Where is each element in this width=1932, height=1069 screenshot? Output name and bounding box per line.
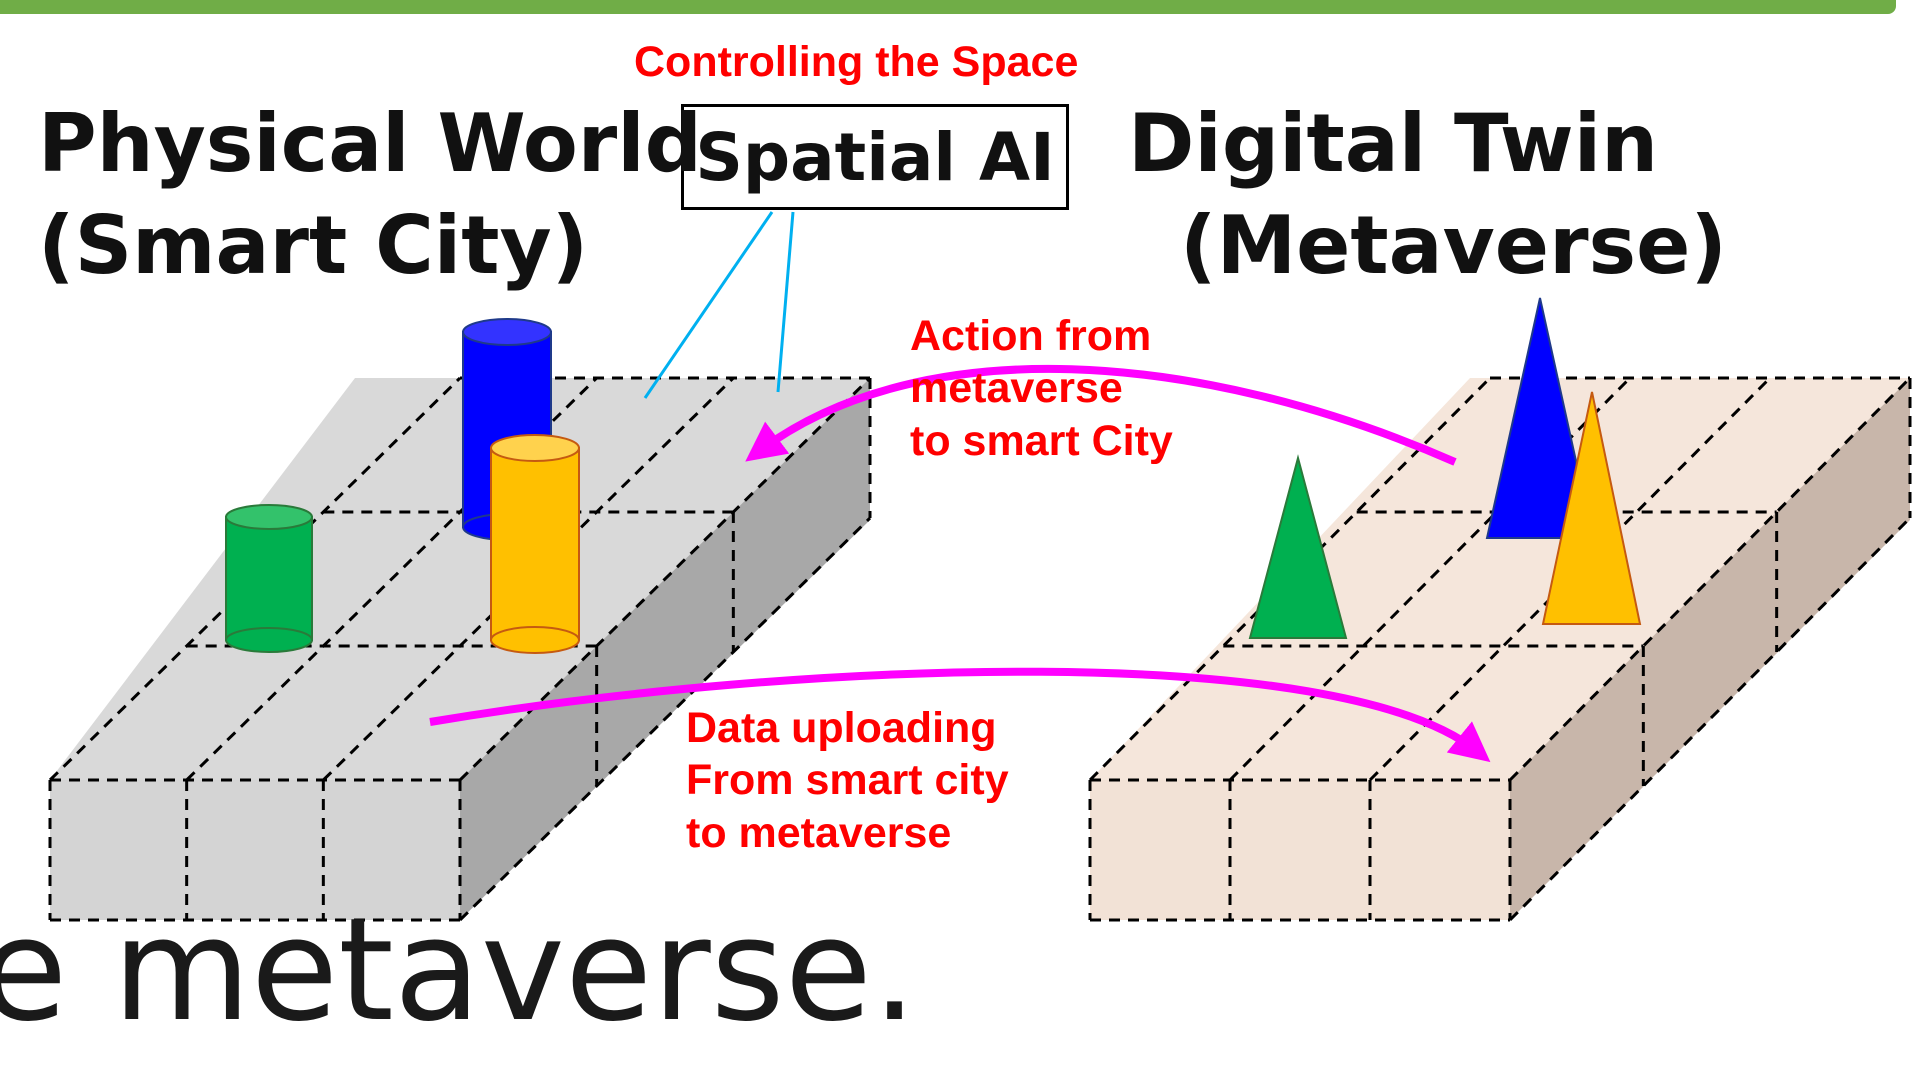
ai-connector-line [643, 211, 774, 399]
green-cylinder [225, 504, 313, 653]
data-upload-label: Data uploading From smart city to metave… [686, 702, 1009, 859]
physical-world-grid [48, 376, 872, 922]
ai-connector-line [776, 211, 795, 393]
data-upload-label-line: From smart city [686, 756, 1009, 805]
slide-caption: e metaverse. [0, 888, 918, 1053]
action-label-line: Action from [910, 312, 1152, 360]
spatial-ai-label: Spatial AI [695, 118, 1055, 196]
controlling-space-label: Controlling the Space [634, 38, 1079, 86]
data-upload-arrow [429, 667, 1491, 763]
title-banner [0, 0, 1896, 14]
orange-cone [1541, 391, 1642, 625]
physical-world-title: Physical World [38, 97, 702, 190]
data-upload-label-line: Data uploading [686, 704, 997, 752]
action-arrow [745, 364, 1457, 466]
data-upload-label-line: to metaverse [686, 808, 952, 857]
smart-city-subtitle: (Smart City) [38, 199, 589, 292]
digital-twin-title: Digital Twin [1128, 97, 1659, 190]
orange-cylinder [490, 434, 580, 654]
spatial-ai-box: Spatial AI [681, 104, 1069, 210]
green-cone [1248, 454, 1348, 639]
action-label-line: metaverse [910, 364, 1123, 413]
digital-twin-grid [1088, 376, 1912, 922]
metaverse-subtitle: (Metaverse) [1180, 199, 1727, 292]
action-label: Action from metaverse to smart City [910, 310, 1173, 467]
action-label-line: to smart City [910, 416, 1173, 465]
blue-cone [1485, 297, 1595, 539]
